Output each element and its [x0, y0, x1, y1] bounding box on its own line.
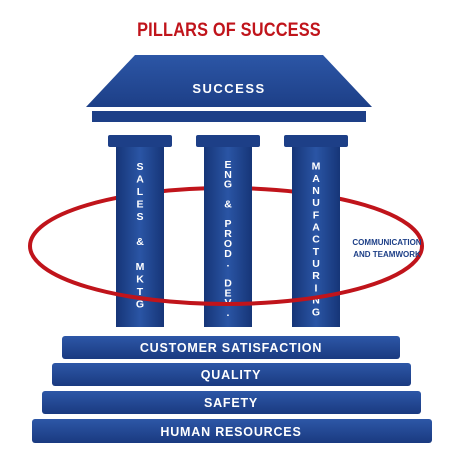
- step-2-label: QUALITY: [201, 368, 261, 382]
- pillar-2-capital: [196, 135, 260, 147]
- step-3: SAFETY: [42, 391, 421, 414]
- step-2: QUALITY: [52, 363, 411, 386]
- pillar-2-shaft: [204, 147, 252, 327]
- diagram-title: PILLARS OF SUCCESS: [137, 20, 321, 41]
- step-4: HUMAN RESOURCES: [32, 419, 432, 443]
- step-4-bar: [32, 419, 432, 443]
- roof-label: SUCCESS: [192, 81, 265, 96]
- pillar-1-capital: [108, 135, 172, 147]
- step-1: CUSTOMER SATISFACTION: [62, 336, 400, 359]
- ring-label: COMMUNICATION AND TEAMWORK: [352, 238, 421, 259]
- roof-pediment: [86, 55, 372, 107]
- step-3-label: SAFETY: [204, 396, 258, 410]
- roof: SUCCESS: [86, 55, 372, 122]
- step-4-label: HUMAN RESOURCES: [160, 425, 301, 439]
- roof-beam: [92, 111, 366, 122]
- ring-label-line-1: COMMUNICATION: [352, 238, 421, 247]
- ring-label-line-2: AND TEAMWORK: [353, 250, 421, 259]
- pillar-3-capital: [284, 135, 348, 147]
- step-1-label: CUSTOMER SATISFACTION: [140, 341, 322, 355]
- step-1-bar: [62, 336, 400, 359]
- step-2-bar: [52, 363, 411, 386]
- step-3-bar: [42, 391, 421, 414]
- teamwork-ring-front: [28, 245, 424, 306]
